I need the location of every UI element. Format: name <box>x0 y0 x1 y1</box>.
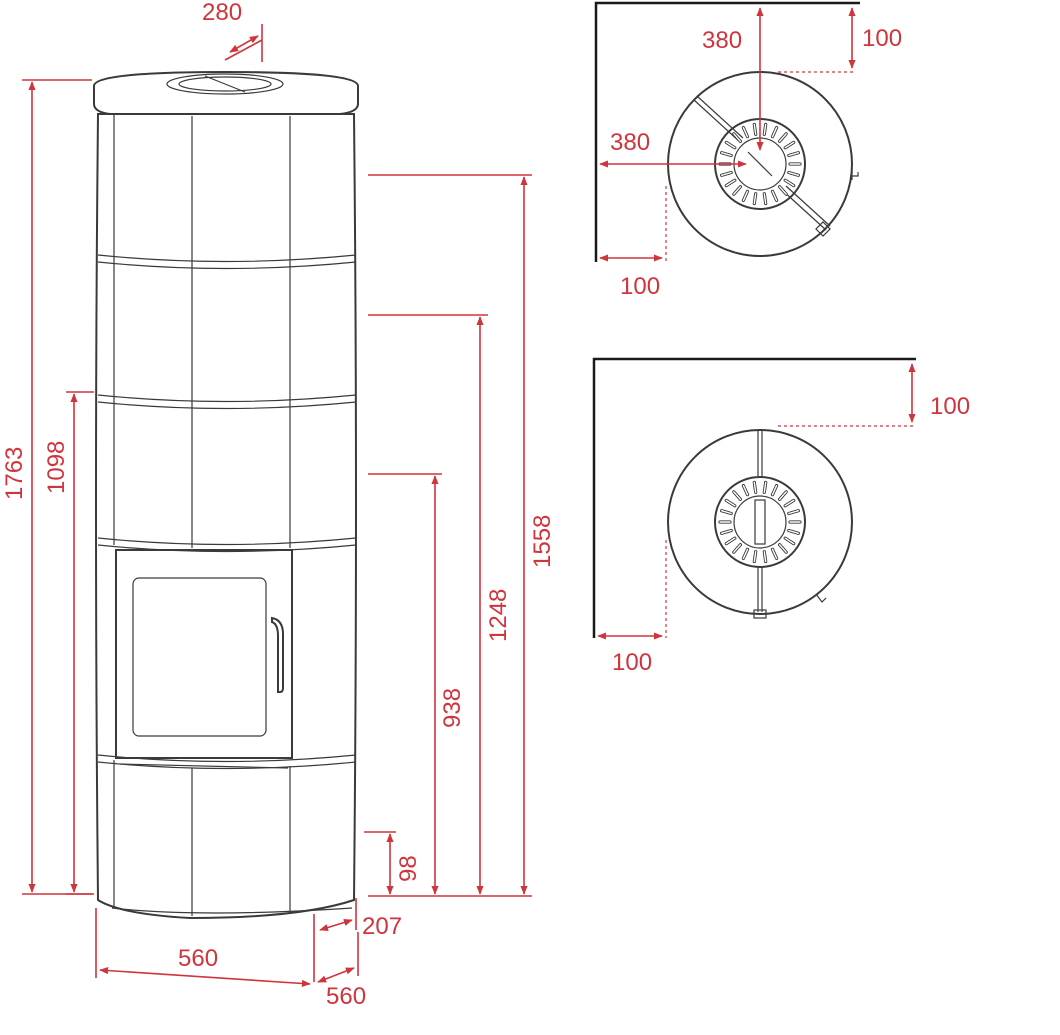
flue-grille-outer-2 <box>714 476 806 568</box>
door-glass <box>132 577 267 737</box>
top-flue-grille <box>166 73 284 95</box>
dim-label-560-depth: 560 <box>326 983 366 1010</box>
dim-top-flue-height: 1558 <box>368 174 556 897</box>
dim-corner-side: 380 <box>599 129 747 168</box>
dim-label-98: 98 <box>395 855 422 882</box>
dim-label-1098: 1098 <box>43 441 70 494</box>
dim-connection-938: 938 <box>368 473 466 895</box>
dim-label-380-side: 380 <box>610 129 650 156</box>
grille-slots-2 <box>718 480 802 564</box>
dim-total-height: 1763 <box>1 79 92 895</box>
stove-front-view <box>93 70 359 920</box>
door-handle <box>271 616 284 693</box>
dim-depth-offset: 207 <box>313 898 402 982</box>
stove-body <box>95 113 357 920</box>
corner-walls <box>594 1 860 262</box>
dim-flue-diameter: 280 <box>202 0 263 62</box>
dim-label-1558: 1558 <box>529 515 556 568</box>
stove-top-cap <box>93 70 359 115</box>
dim-depth: 560 <box>317 932 366 1010</box>
dim-wall-clearance-back: 100 <box>778 363 970 427</box>
dim-label-207: 207 <box>362 913 402 940</box>
stove-plan-circle-2 <box>667 429 853 615</box>
dim-connection-1248: 1248 <box>368 314 512 895</box>
plan-wall-installation <box>592 357 916 638</box>
dim-label-100-corner-back: 100 <box>862 25 902 52</box>
dim-air-inlet: 98 <box>364 831 422 895</box>
back-walls <box>592 357 916 638</box>
dim-label-100-corner-side: 100 <box>620 273 660 300</box>
dim-rear-flue-height: 1098 <box>43 391 94 895</box>
dim-wall-clearance-side: 100 <box>597 540 667 676</box>
dim-label-280: 280 <box>202 0 242 26</box>
dim-label-100-wall-back: 100 <box>930 393 970 420</box>
dim-label-938: 938 <box>439 688 466 728</box>
dim-corner-clearance-side: 100 <box>599 186 667 300</box>
dim-label-1248: 1248 <box>485 589 512 642</box>
dim-corner-clearance-back: 100 <box>778 7 902 73</box>
fire-door <box>115 549 293 759</box>
dim-label-380-back: 380 <box>702 27 742 54</box>
dim-label-1763: 1763 <box>1 447 28 500</box>
dim-width: 560 <box>95 908 311 988</box>
dim-label-560-width: 560 <box>178 945 218 972</box>
dim-corner-back: 380 <box>702 7 764 151</box>
dim-label-100-wall-side: 100 <box>612 649 652 676</box>
